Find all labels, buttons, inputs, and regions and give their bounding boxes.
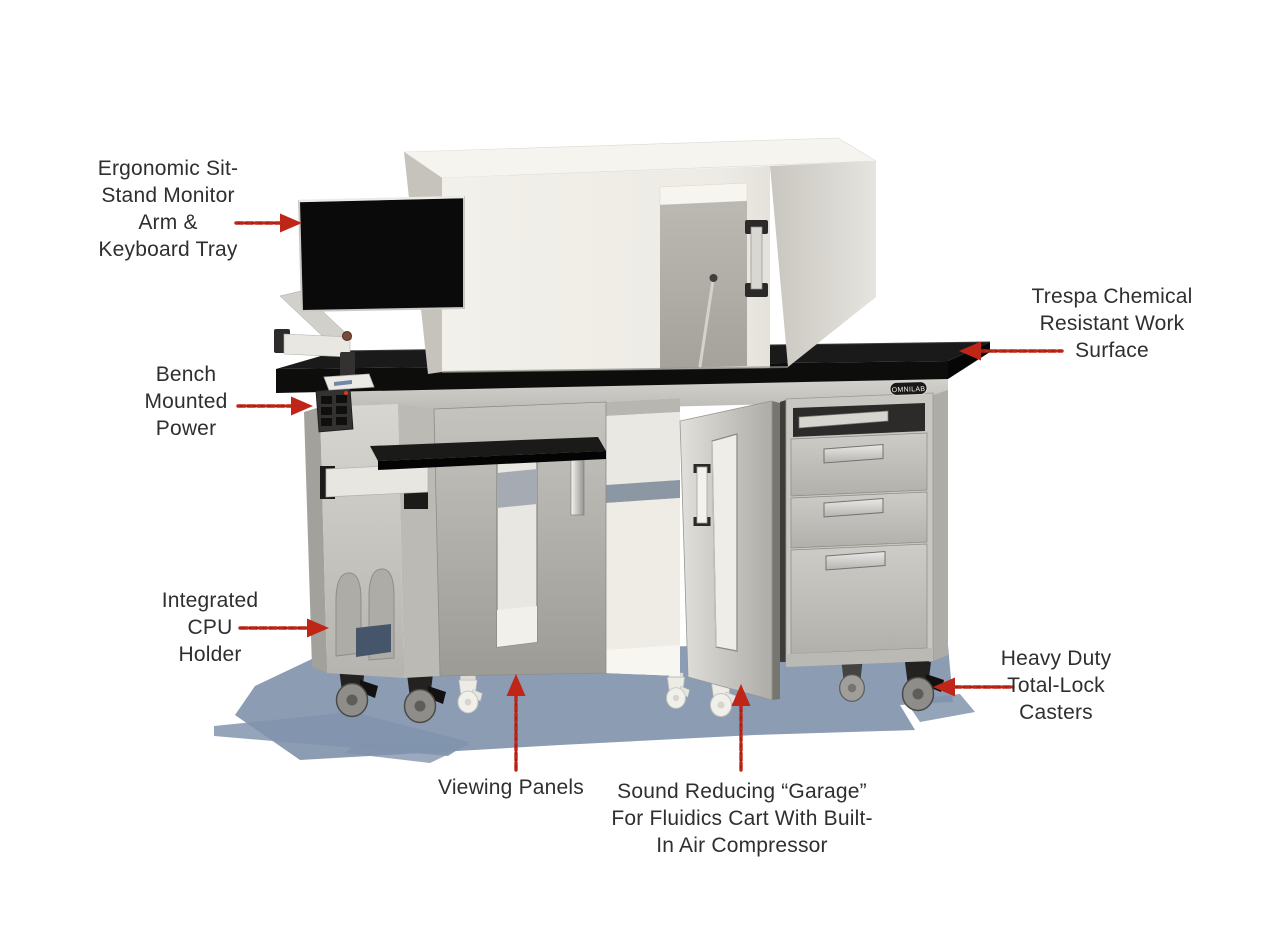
drawer-3: [790, 543, 928, 655]
monitor-assembly: [274, 195, 465, 391]
callout-arrows: [234, 213, 1064, 772]
arrow-viewing-panels: [506, 674, 526, 772]
arrow-work-surface: [959, 341, 1064, 361]
arrow-monitor-arm: [234, 213, 302, 233]
label-total-lock-casters: Heavy Duty Total-Lock Casters: [1000, 647, 1112, 724]
brand-badge: OMNILAB: [889, 381, 928, 396]
under-top-rail: [318, 377, 948, 415]
enclosure-side-handle: [745, 220, 768, 297]
arrow-garage: [731, 684, 751, 772]
cabinet-right-side: [933, 390, 948, 661]
drawer-1: [790, 432, 928, 497]
viewing-panel-window-right: [711, 433, 738, 652]
viewing-panel-window-left: [496, 451, 538, 648]
brand-badge-text: OMNILAB: [892, 386, 926, 394]
arrow-casters: [933, 677, 1015, 697]
label-work-surface: Trespa Chemical Resistant Work Surface: [1031, 285, 1193, 362]
drawer-1-handle: [823, 443, 884, 464]
label-monitor-arm-keyboard-tray: Ergonomic Sit- Stand Monitor Arm & Keybo…: [97, 157, 239, 261]
drawer-unit: [785, 392, 934, 667]
arrow-cpu-holder: [238, 618, 329, 638]
garage-interior: [606, 398, 680, 676]
fluidics-cart-stripe: [606, 480, 680, 503]
monitor-arm-pole: [340, 352, 355, 382]
cabinet-base: [304, 377, 948, 701]
cpu-holder-cutout: [335, 568, 395, 661]
fluidics-cart: [606, 498, 680, 676]
monitor-arm-upper: [279, 290, 353, 347]
instrument-enclosure: [403, 137, 878, 374]
door-handle: [693, 464, 711, 526]
tray-bracket: [570, 452, 585, 516]
drawer-3-handle: [825, 550, 886, 571]
power-strip: [315, 387, 354, 433]
drawer-2-handle: [823, 497, 884, 518]
tray-handle: [798, 410, 889, 429]
probe-rod: [698, 274, 718, 368]
power-led: [344, 391, 348, 395]
label-sound-reducing-garage: Sound Reducing “Garage” For Fluidics Car…: [611, 780, 873, 857]
label-integrated-cpu-holder: Integrated CPU Holder: [161, 589, 259, 666]
enclosure-front-panel: [660, 201, 747, 369]
tray-arm: [325, 463, 429, 498]
keyboard-tray: [320, 437, 606, 516]
garage-door-open: [679, 400, 780, 701]
garage-door-closed: [433, 401, 607, 677]
label-viewing-panels: Viewing Panels: [437, 776, 585, 799]
arrow-bench-power: [236, 396, 313, 416]
label-bench-mounted-power: Bench Mounted Power: [144, 363, 228, 440]
monitor-screen: [297, 195, 465, 313]
